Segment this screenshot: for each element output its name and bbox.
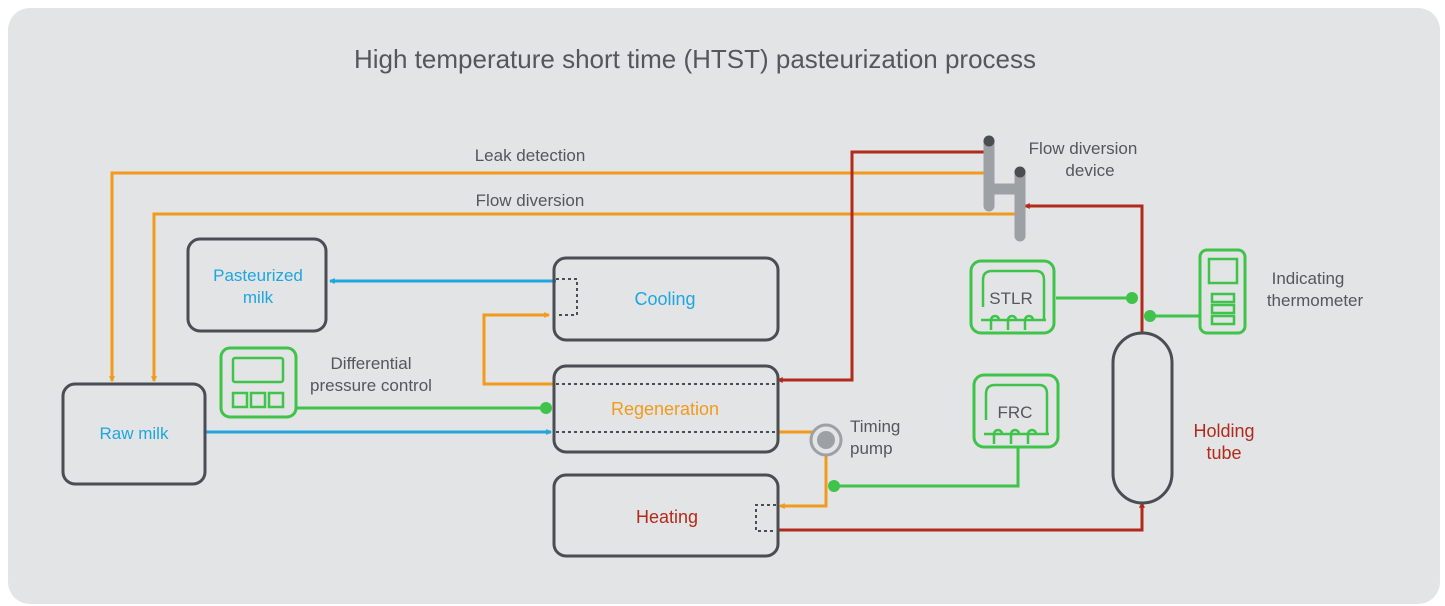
- frc-label: FRC: [998, 403, 1033, 422]
- differential-pressure-control-icon: [219, 346, 298, 419]
- heating-label: Heating: [636, 507, 698, 527]
- diagram-title: High temperature short time (HTST) paste…: [354, 44, 1036, 74]
- raw-milk-label: Raw milk: [100, 424, 169, 443]
- dpc-junction-dot: [540, 402, 552, 414]
- holding-to-fdd-line: [1025, 206, 1144, 334]
- heating-coil: [755, 504, 776, 532]
- regen-to-heating-line: [778, 430, 828, 506]
- holding-tube-label-line1: Holding: [1193, 421, 1254, 441]
- cooling-label: Cooling: [634, 289, 695, 309]
- flow-diversion-label: Flow diversion: [476, 191, 585, 210]
- indicating-thermometer-label-line2: thermometer: [1267, 291, 1364, 310]
- heating-to-holding-line: [778, 503, 1142, 532]
- pasteurized-milk-box: [186, 237, 328, 333]
- pasteurized-label-line1: Pasteurized: [213, 266, 303, 285]
- timing-pump-label-line1: Timing: [850, 417, 900, 436]
- leak-detection-label: Leak detection: [475, 146, 586, 165]
- heating-box: [552, 473, 780, 558]
- dpc-label-line1: Differential: [331, 354, 412, 373]
- frc-junction-dot: [828, 480, 840, 492]
- indicating-thermometer-label-line1: Indicating: [1272, 269, 1345, 288]
- stlr-junction-dot: [1126, 292, 1138, 304]
- thermometer-junction-dot: [1144, 310, 1156, 322]
- raw-milk-box: [61, 382, 207, 486]
- frc-recorder-icon: [972, 373, 1060, 449]
- indicating-thermometer-icon: [1198, 248, 1247, 335]
- stlr-label: STLR: [989, 289, 1032, 308]
- regeneration-label: Regeneration: [611, 399, 719, 419]
- pasteurized-label-line2: milk: [243, 288, 274, 307]
- leak-detection-line: [112, 171, 988, 381]
- regeneration-box: [552, 364, 780, 454]
- fdd-to-regen-line: [778, 150, 988, 380]
- regen-to-cooling-line: [482, 315, 555, 386]
- timing-pump-icon: [809, 423, 843, 457]
- holding-tube: [1111, 331, 1174, 505]
- fdd-label-line2: device: [1065, 161, 1114, 180]
- timing-pump-label-line2: pump: [850, 439, 893, 458]
- flow-diversion-device: [983, 135, 1026, 242]
- dpc-label-line2: pressure control: [310, 376, 432, 395]
- fdd-label-line1: Flow diversion: [1029, 139, 1138, 158]
- flow-diversion-line: [154, 212, 1018, 381]
- stlr-recorder-icon: [969, 259, 1056, 335]
- holding-tube-label-line2: tube: [1206, 443, 1241, 463]
- cooling-coil: [556, 278, 578, 316]
- cooling-box: [552, 256, 780, 342]
- frc-line: [834, 446, 1020, 488]
